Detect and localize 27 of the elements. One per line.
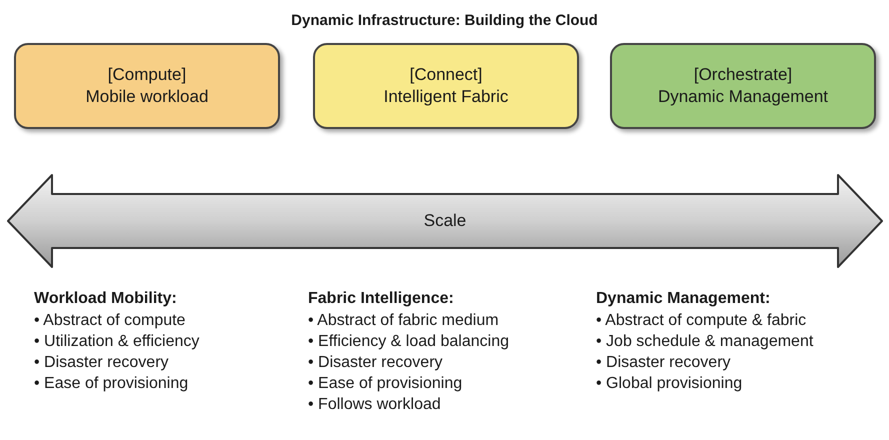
rounded-box — [313, 43, 579, 129]
box-text: [Orchestrate] — [694, 64, 792, 86]
bullet-item: • Disaster recovery — [34, 353, 170, 373]
bullet-item: • Disaster recovery — [596, 353, 732, 373]
box-text: Dynamic Management — [658, 86, 828, 108]
column-heading: Workload Mobility: — [34, 289, 178, 309]
box-text: Mobile workload — [86, 86, 208, 108]
bullet-item: • Abstract of compute & fabric — [596, 311, 808, 331]
bullet-item: • Ease of provisioning — [308, 374, 464, 394]
rounded-box — [14, 43, 280, 129]
box-text: Intelligent Fabric — [384, 86, 508, 108]
bullet-item: • Follows workload — [308, 395, 442, 415]
rounded-box — [610, 43, 876, 129]
bullet-item: • Ease of provisioning — [34, 374, 190, 394]
column-heading: Fabric Intelligence: — [308, 289, 455, 309]
box-text: [Connect] — [410, 64, 482, 86]
bullet-item: • Disaster recovery — [308, 353, 444, 373]
bullet-item: • Job schedule & management — [596, 332, 814, 352]
bullet-item: • Abstract of fabric medium — [308, 311, 500, 331]
bullet-item: • Utilization & efficiency — [34, 332, 200, 352]
bullet-item: • Efficiency & load balancing — [308, 332, 509, 352]
box-text: [Compute] — [108, 64, 186, 86]
arrow-label: Scale — [424, 210, 466, 232]
diagram-title: Dynamic Infrastructure: Building the Cloud — [291, 11, 598, 31]
bullet-item: • Global provisioning — [596, 374, 744, 394]
column-heading: Dynamic Management: — [596, 289, 772, 309]
bullet-item: • Abstract of compute — [34, 311, 186, 331]
